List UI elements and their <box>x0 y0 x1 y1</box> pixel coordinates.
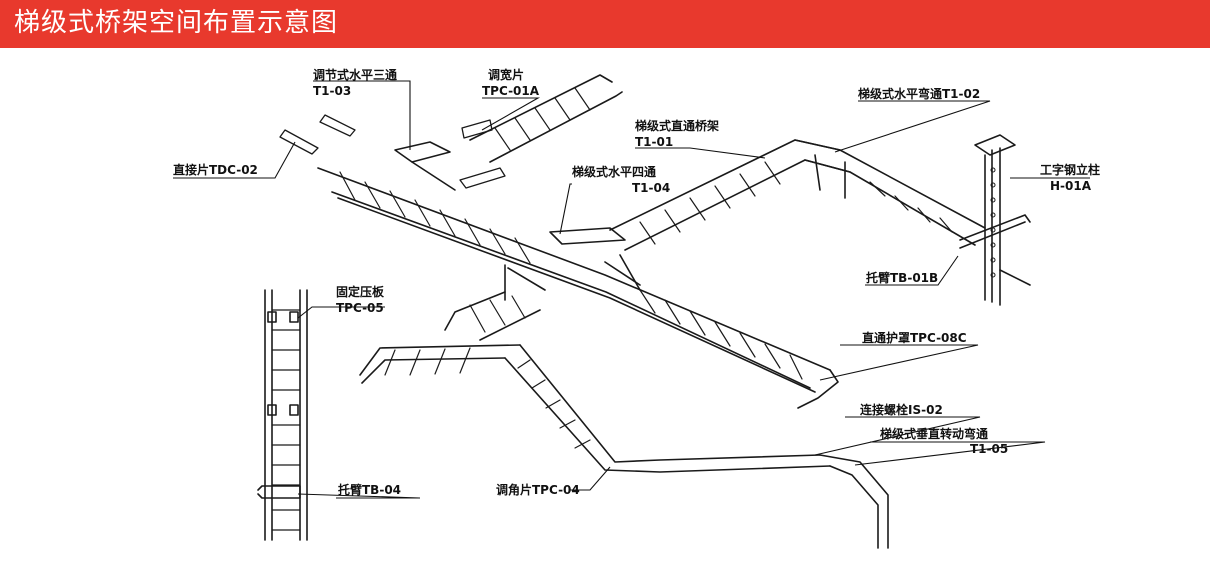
label-column-name: 工字钢立柱 <box>1040 162 1100 177</box>
vertical-ladder <box>257 289 308 541</box>
label-tee-name: 调节式水平三通 <box>313 67 397 82</box>
label-cross-name: 梯级式水平四通 <box>572 164 656 179</box>
label-vertical-code: T1-05 <box>970 442 1008 456</box>
vertical-rotating-elbow <box>819 454 889 549</box>
adjustable-tee <box>394 141 456 191</box>
leader-lines <box>173 80 1090 499</box>
label-cover: 直通护罩TPC-08C <box>862 330 967 345</box>
label-connector: 直接片TDC-02 <box>173 162 258 177</box>
label-bracket-04: 托臂TB-04 <box>338 482 401 497</box>
label-elbow: 梯级式水平弯通T1-02 <box>858 86 980 101</box>
label-widen-name: 调宽片 <box>488 67 524 82</box>
title-banner: 梯级式桥架空间布置示意图 <box>0 0 1210 48</box>
cable-tray-diagram: 调节式水平三通 T1-03 调宽片 TPC-01A 直接片TDC-02 梯级式直… <box>173 67 1100 549</box>
main-diagonal-tray <box>317 167 839 409</box>
label-bolt: 连接螺栓IS-02 <box>860 402 943 417</box>
label-vertical-name: 梯级式垂直转动弯通 <box>880 426 988 441</box>
label-clamp-code: TPC-05 <box>336 301 384 315</box>
lower-left-branch-tray <box>444 291 541 341</box>
label-angle-piece: 调角片TPC-04 <box>496 482 580 497</box>
label-widen-code: TPC-01A <box>482 84 540 98</box>
label-straight-name: 梯级式直通桥架 <box>635 118 719 133</box>
page-title: 梯级式桥架空间布置示意图 <box>14 8 339 38</box>
lower-ladder-tray <box>359 344 831 473</box>
horizontal-cross <box>504 227 641 301</box>
top-extension-tray <box>469 74 623 163</box>
i-beam-column <box>959 134 1031 306</box>
loose-plates <box>279 114 506 189</box>
label-column-code: H-01A <box>1050 179 1092 193</box>
upper-right-tray <box>609 139 851 251</box>
horizontal-elbow <box>794 139 986 246</box>
label-clamp-name: 固定压板 <box>336 284 385 299</box>
label-straight-code: T1-01 <box>635 135 673 149</box>
label-tee-code: T1-03 <box>313 84 351 98</box>
label-bracket-b: 托臂TB-01B <box>866 270 938 285</box>
label-cross-code: T1-04 <box>632 181 670 195</box>
